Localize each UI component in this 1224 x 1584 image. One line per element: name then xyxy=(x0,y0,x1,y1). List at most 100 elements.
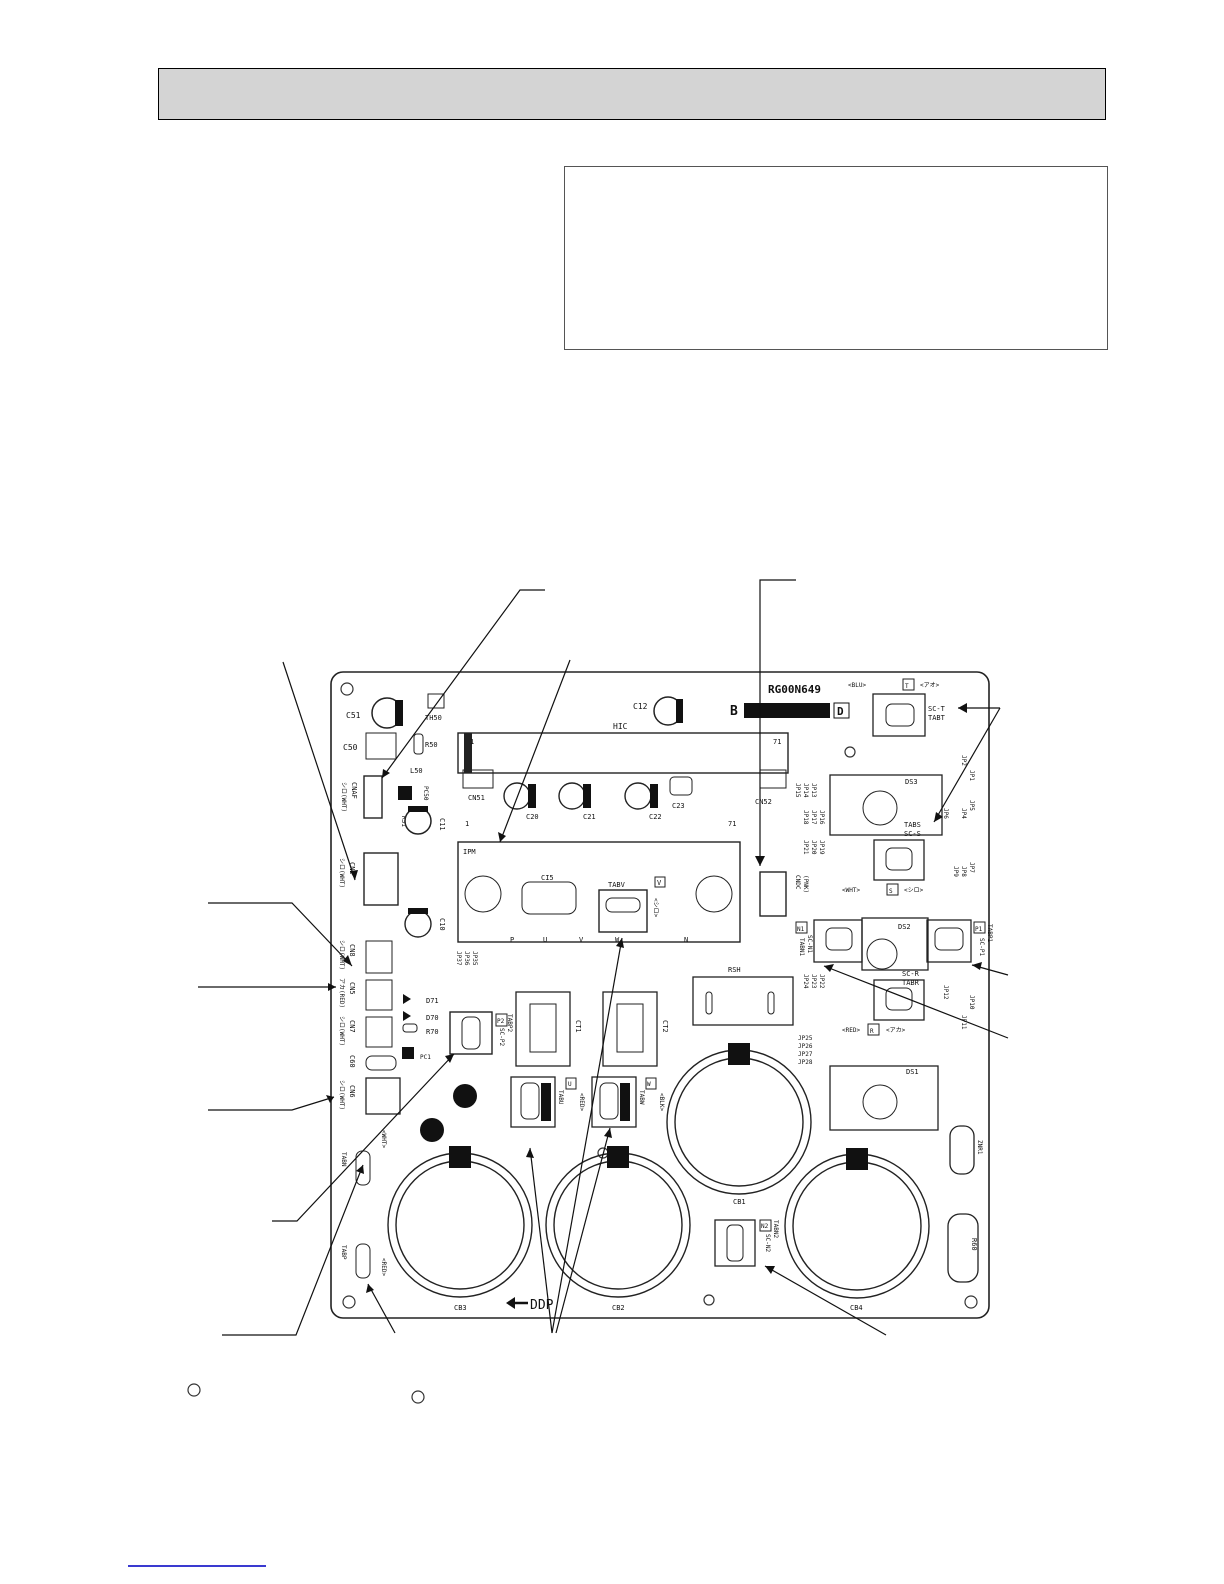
terminal-tabn1-inner xyxy=(825,927,853,951)
capacitor-c10 xyxy=(404,910,432,938)
tag-n2: N2 xyxy=(761,1223,769,1230)
capacitor-c20 xyxy=(503,782,531,810)
capacitor-c22 xyxy=(624,782,652,810)
terminal-tabw-inner xyxy=(599,1082,619,1120)
label-tabw: TABW xyxy=(638,1090,645,1105)
black-dot-1 xyxy=(453,1084,477,1108)
label-aka-right: <アカ> xyxy=(886,1027,906,1034)
label-c10: C10 xyxy=(438,918,446,931)
tag-u-box xyxy=(565,1077,577,1090)
label-c23: C23 xyxy=(672,802,685,810)
capacitor-ci5 xyxy=(521,881,577,915)
label-jp20: JP20 xyxy=(810,840,817,855)
black-dot-2 xyxy=(420,1118,444,1142)
photocoupler-pc1 xyxy=(402,1047,414,1059)
ds3-hole xyxy=(862,790,898,826)
shunt-resistor-rsh xyxy=(692,976,794,1026)
label-tabn2: TABN2 xyxy=(772,1220,779,1238)
diode-stack-ds3 xyxy=(829,774,943,836)
terminal-tabp2-inner xyxy=(461,1016,481,1050)
label-tabs: TABS xyxy=(904,821,921,829)
capacitor-c21 xyxy=(558,782,586,810)
current-transformer-ct1 xyxy=(515,991,571,1067)
label-cb3: CB3 xyxy=(454,1304,467,1312)
label-sc-t: SC-T xyxy=(928,705,946,713)
label-c20: C20 xyxy=(526,813,539,821)
label-tabv: TABV xyxy=(608,881,626,889)
tag-t-box xyxy=(902,678,915,691)
terminal-tabp2 xyxy=(449,1011,493,1055)
label-jp7: JP7 xyxy=(968,862,975,873)
label-jp15: JP15 xyxy=(794,783,801,798)
hic-connector-strip xyxy=(464,733,472,773)
label-jp21: JP21 xyxy=(802,840,809,855)
label-d70: D70 xyxy=(426,1014,439,1022)
label-c11: C11 xyxy=(438,818,446,831)
label-jp28: JP28 xyxy=(798,1059,813,1066)
board-model: RG00N649 xyxy=(768,683,821,696)
capacitor-cb1-mark xyxy=(728,1043,750,1065)
capacitor-c22-mark xyxy=(650,784,658,808)
capacitor-c10-mark xyxy=(408,908,428,914)
label-jp14: JP14 xyxy=(802,783,809,798)
connector-cn5 xyxy=(365,979,393,1011)
label-sc-r: SC-R xyxy=(902,970,920,978)
label-ct1: CT1 xyxy=(574,1020,582,1033)
leader-arrowheads xyxy=(326,703,982,1293)
label-ao: <アオ> xyxy=(920,682,940,689)
current-transformer-ct2 xyxy=(602,991,658,1067)
tag-w: W xyxy=(647,1081,651,1088)
label-ds3: DS3 xyxy=(905,778,918,786)
board-code-bar xyxy=(744,703,830,718)
terminal-tabs-inner xyxy=(885,847,913,871)
label-r51: R51 xyxy=(400,816,407,827)
label-jp6: JP6 xyxy=(942,808,949,819)
label-jp17: JP17 xyxy=(810,810,817,825)
label-pc50: PC50 xyxy=(422,786,429,801)
module-ipm xyxy=(457,841,741,943)
label-jp1: JP1 xyxy=(968,770,975,781)
module-hic xyxy=(457,732,789,774)
label-ipm: IPM xyxy=(463,848,476,856)
label-hic-pin1: 1 xyxy=(470,738,474,746)
ipm-hole-right xyxy=(695,875,733,913)
label-ipm-p: P xyxy=(510,936,514,944)
terminal-tabv-inner xyxy=(605,897,641,913)
mounting-holes xyxy=(340,682,978,1309)
label-sc-p2: SC-P2 xyxy=(498,1028,505,1046)
label-jp11: JP11 xyxy=(960,1015,967,1030)
label-cb4: CB4 xyxy=(850,1304,863,1312)
label-tabp: TABP xyxy=(340,1245,347,1260)
varistor-znr1 xyxy=(949,1125,975,1175)
label-cnaf-color: シロ(WHT) xyxy=(340,782,347,812)
label-jp10: JP10 xyxy=(968,995,975,1010)
terminal-tabn2-inner xyxy=(726,1224,744,1262)
label-jp27: JP27 xyxy=(798,1051,813,1058)
connector-cn51 xyxy=(462,769,494,789)
label-ci5: CI5 xyxy=(541,874,554,882)
label-jp24: JP24 xyxy=(802,974,809,989)
rsh-slot-left xyxy=(705,991,713,1015)
label-r50: R50 xyxy=(425,741,438,749)
label-hic: HIC xyxy=(613,722,628,731)
label-ds2: DS2 xyxy=(898,923,911,931)
tag-n1-box xyxy=(795,921,808,934)
footer-link-underline xyxy=(128,1565,266,1567)
tag-u: U xyxy=(568,1081,572,1088)
label-cn52: CN52 xyxy=(755,798,772,806)
label-jp9: JP9 xyxy=(952,866,959,877)
diode-stack-ds2 xyxy=(861,917,929,971)
tag-p1: P1 xyxy=(975,926,983,933)
label-tabw-color: <BLK> xyxy=(658,1093,665,1111)
label-jp36: JP36 xyxy=(463,951,470,966)
label-tabp2: TABP2 xyxy=(506,1014,513,1032)
tag-v: V xyxy=(657,879,662,887)
label-sc-s: SC-S xyxy=(904,830,921,838)
direction-arrow: DDP xyxy=(530,1298,554,1313)
tag-r-box xyxy=(867,1023,880,1036)
terminal-tabn2 xyxy=(714,1219,756,1267)
label-cndc: CNDC xyxy=(794,875,801,890)
capacitor-c21-mark xyxy=(583,784,591,808)
label-jp4: JP4 xyxy=(960,808,967,819)
